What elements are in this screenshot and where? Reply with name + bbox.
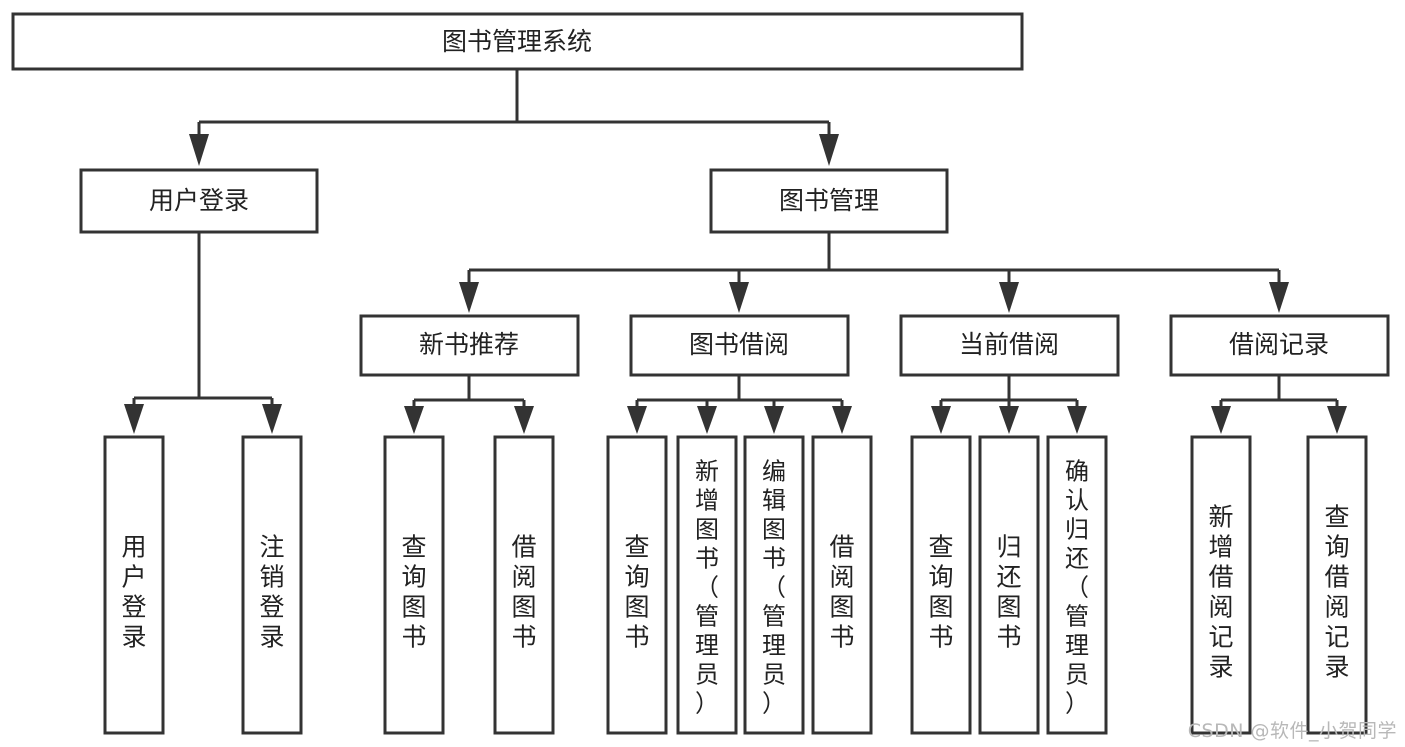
leaf-node-cb-query-book[interactable]: 查询图书 [910, 435, 972, 735]
leaf-node-nbr-query-book[interactable]: 查询图书 [383, 435, 445, 735]
node-book-manage-label: 图书管理 [779, 186, 879, 215]
arrowhead-new-book-recommend [459, 282, 479, 313]
leaf-node-cb-return-book[interactable]: 归还图书 [978, 435, 1040, 735]
leaf-node-logout-label: 注销登录 [259, 532, 284, 651]
leaf-node-bb-borrow-book[interactable]: 借阅图书 [811, 435, 873, 735]
arrowhead-cb-confirm-return [1067, 406, 1087, 434]
connector-group-book-borrow [627, 375, 852, 434]
node-book-manage[interactable]: 图书管理 [709, 168, 949, 234]
leaf-node-bb-edit-book[interactable]: 编辑图书（管理员） [743, 435, 805, 735]
leaf-node-logout-box[interactable] [241, 435, 303, 735]
node-root-system[interactable]: 图书管理系统 [11, 12, 1024, 71]
leaf-node-bb-query-book[interactable]: 查询图书 [606, 435, 668, 735]
leaf-node-cb-return-book-box[interactable] [978, 435, 1040, 735]
arrowhead-leaf-logout [262, 404, 282, 434]
node-root-system-box[interactable] [11, 12, 1024, 71]
leaf-node-bb-borrow-book-label: 借阅图书 [829, 532, 854, 651]
connector-group-new-book-recommend [404, 375, 534, 434]
node-book-borrow[interactable]: 图书借阅 [629, 314, 850, 377]
leaf-node-cb-query-book-label: 查询图书 [928, 532, 953, 651]
node-new-book-recommend-box[interactable] [359, 314, 580, 377]
node-new-book-recommend[interactable]: 新书推荐 [359, 314, 580, 377]
arrowhead-cb-query-book [931, 406, 951, 434]
leaf-node-br-query-record-box[interactable] [1306, 435, 1368, 735]
arrowhead-cb-return-book [999, 406, 1019, 434]
node-borrow-record[interactable]: 借阅记录 [1169, 314, 1390, 377]
arrowhead-nbr-borrow-book [514, 406, 534, 434]
leaf-node-logout[interactable]: 注销登录 [241, 435, 303, 735]
node-current-borrow-label: 当前借阅 [959, 330, 1059, 359]
arrowhead-bb-borrow-book [832, 406, 852, 434]
leaf-node-bb-borrow-book-box[interactable] [811, 435, 873, 735]
leaf-node-bb-query-book-box[interactable] [606, 435, 668, 735]
arrowhead-book-manage [819, 134, 839, 166]
node-borrow-record-label: 借阅记录 [1229, 330, 1329, 359]
leaf-node-nbr-query-book-box[interactable] [383, 435, 445, 735]
node-current-borrow-box[interactable] [899, 314, 1120, 377]
node-current-borrow[interactable]: 当前借阅 [899, 314, 1120, 377]
arrowhead-current-borrow [999, 282, 1019, 313]
csdn-watermark: CSDN @软件_小贺同学 [1187, 720, 1397, 742]
leaf-node-nbr-borrow-book-box[interactable] [493, 435, 555, 735]
node-borrow-record-box[interactable] [1169, 314, 1390, 377]
node-new-book-recommend-label: 新书推荐 [419, 330, 519, 359]
leaf-node-br-query-record[interactable]: 查询借阅记录 [1306, 435, 1368, 735]
leaf-node-nbr-query-book-label: 查询图书 [401, 532, 426, 651]
leaf-node-nbr-borrow-book[interactable]: 借阅图书 [493, 435, 555, 735]
node-user-login-box[interactable] [79, 168, 319, 234]
node-book-manage-box[interactable] [709, 168, 949, 234]
connector-group-book-manage [459, 232, 1289, 313]
connector-group-current-borrow [931, 375, 1087, 434]
leaf-node-br-query-record-label: 查询借阅记录 [1324, 502, 1349, 681]
leaf-node-bb-edit-book-label: 编辑图书（管理员） [762, 457, 786, 717]
node-user-login[interactable]: 用户登录 [79, 168, 319, 234]
leaf-node-user-login[interactable]: 用户登录 [103, 435, 165, 735]
arrowhead-book-borrow [729, 282, 749, 313]
arrowhead-br-add-record [1211, 406, 1231, 434]
leaf-node-br-add-record-label: 新增借阅记录 [1208, 502, 1233, 681]
node-book-borrow-box[interactable] [629, 314, 850, 377]
leaf-node-cb-query-book-box[interactable] [910, 435, 972, 735]
leaf-node-bb-edit-book-box[interactable] [743, 435, 805, 735]
arrowhead-br-query-record [1327, 406, 1347, 434]
arrowhead-nbr-query-book [404, 406, 424, 434]
leaf-node-cb-return-book-label: 归还图书 [996, 532, 1021, 651]
leaf-node-bb-add-book-label: 新增图书（管理员） [695, 457, 719, 717]
arrowhead-leaf-user-login [124, 404, 144, 434]
node-user-login-label: 用户登录 [149, 186, 249, 215]
leaf-node-br-add-record-box[interactable] [1190, 435, 1252, 735]
arrowhead-borrow-record [1269, 282, 1289, 313]
arrowhead-user-login [189, 134, 209, 166]
arrowhead-bb-edit-book [764, 406, 784, 434]
leaf-node-cb-confirm-return[interactable]: 确认归还（管理员） [1046, 435, 1108, 735]
connector-group-user-login [124, 232, 282, 434]
connector-group-borrow-record [1211, 375, 1347, 434]
node-root-system-label: 图书管理系统 [442, 27, 592, 56]
leaf-node-cb-confirm-return-label: 确认归还（管理员） [1065, 457, 1089, 717]
leaf-node-user-login-label: 用户登录 [121, 532, 146, 651]
connector-group-root [189, 69, 839, 166]
node-book-borrow-label: 图书借阅 [689, 330, 789, 359]
leaf-node-bb-add-book[interactable]: 新增图书（管理员） [676, 435, 738, 735]
leaf-node-br-add-record[interactable]: 新增借阅记录 [1190, 435, 1252, 735]
leaf-node-cb-confirm-return-box[interactable] [1046, 435, 1108, 735]
arrowhead-bb-query-book [627, 406, 647, 434]
leaf-node-nbr-borrow-book-label: 借阅图书 [511, 532, 536, 651]
leaf-node-bb-add-book-box[interactable] [676, 435, 738, 735]
leaf-node-user-login-box[interactable] [103, 435, 165, 735]
leaf-node-bb-query-book-label: 查询图书 [624, 532, 649, 651]
arrowhead-bb-add-book [697, 406, 717, 434]
